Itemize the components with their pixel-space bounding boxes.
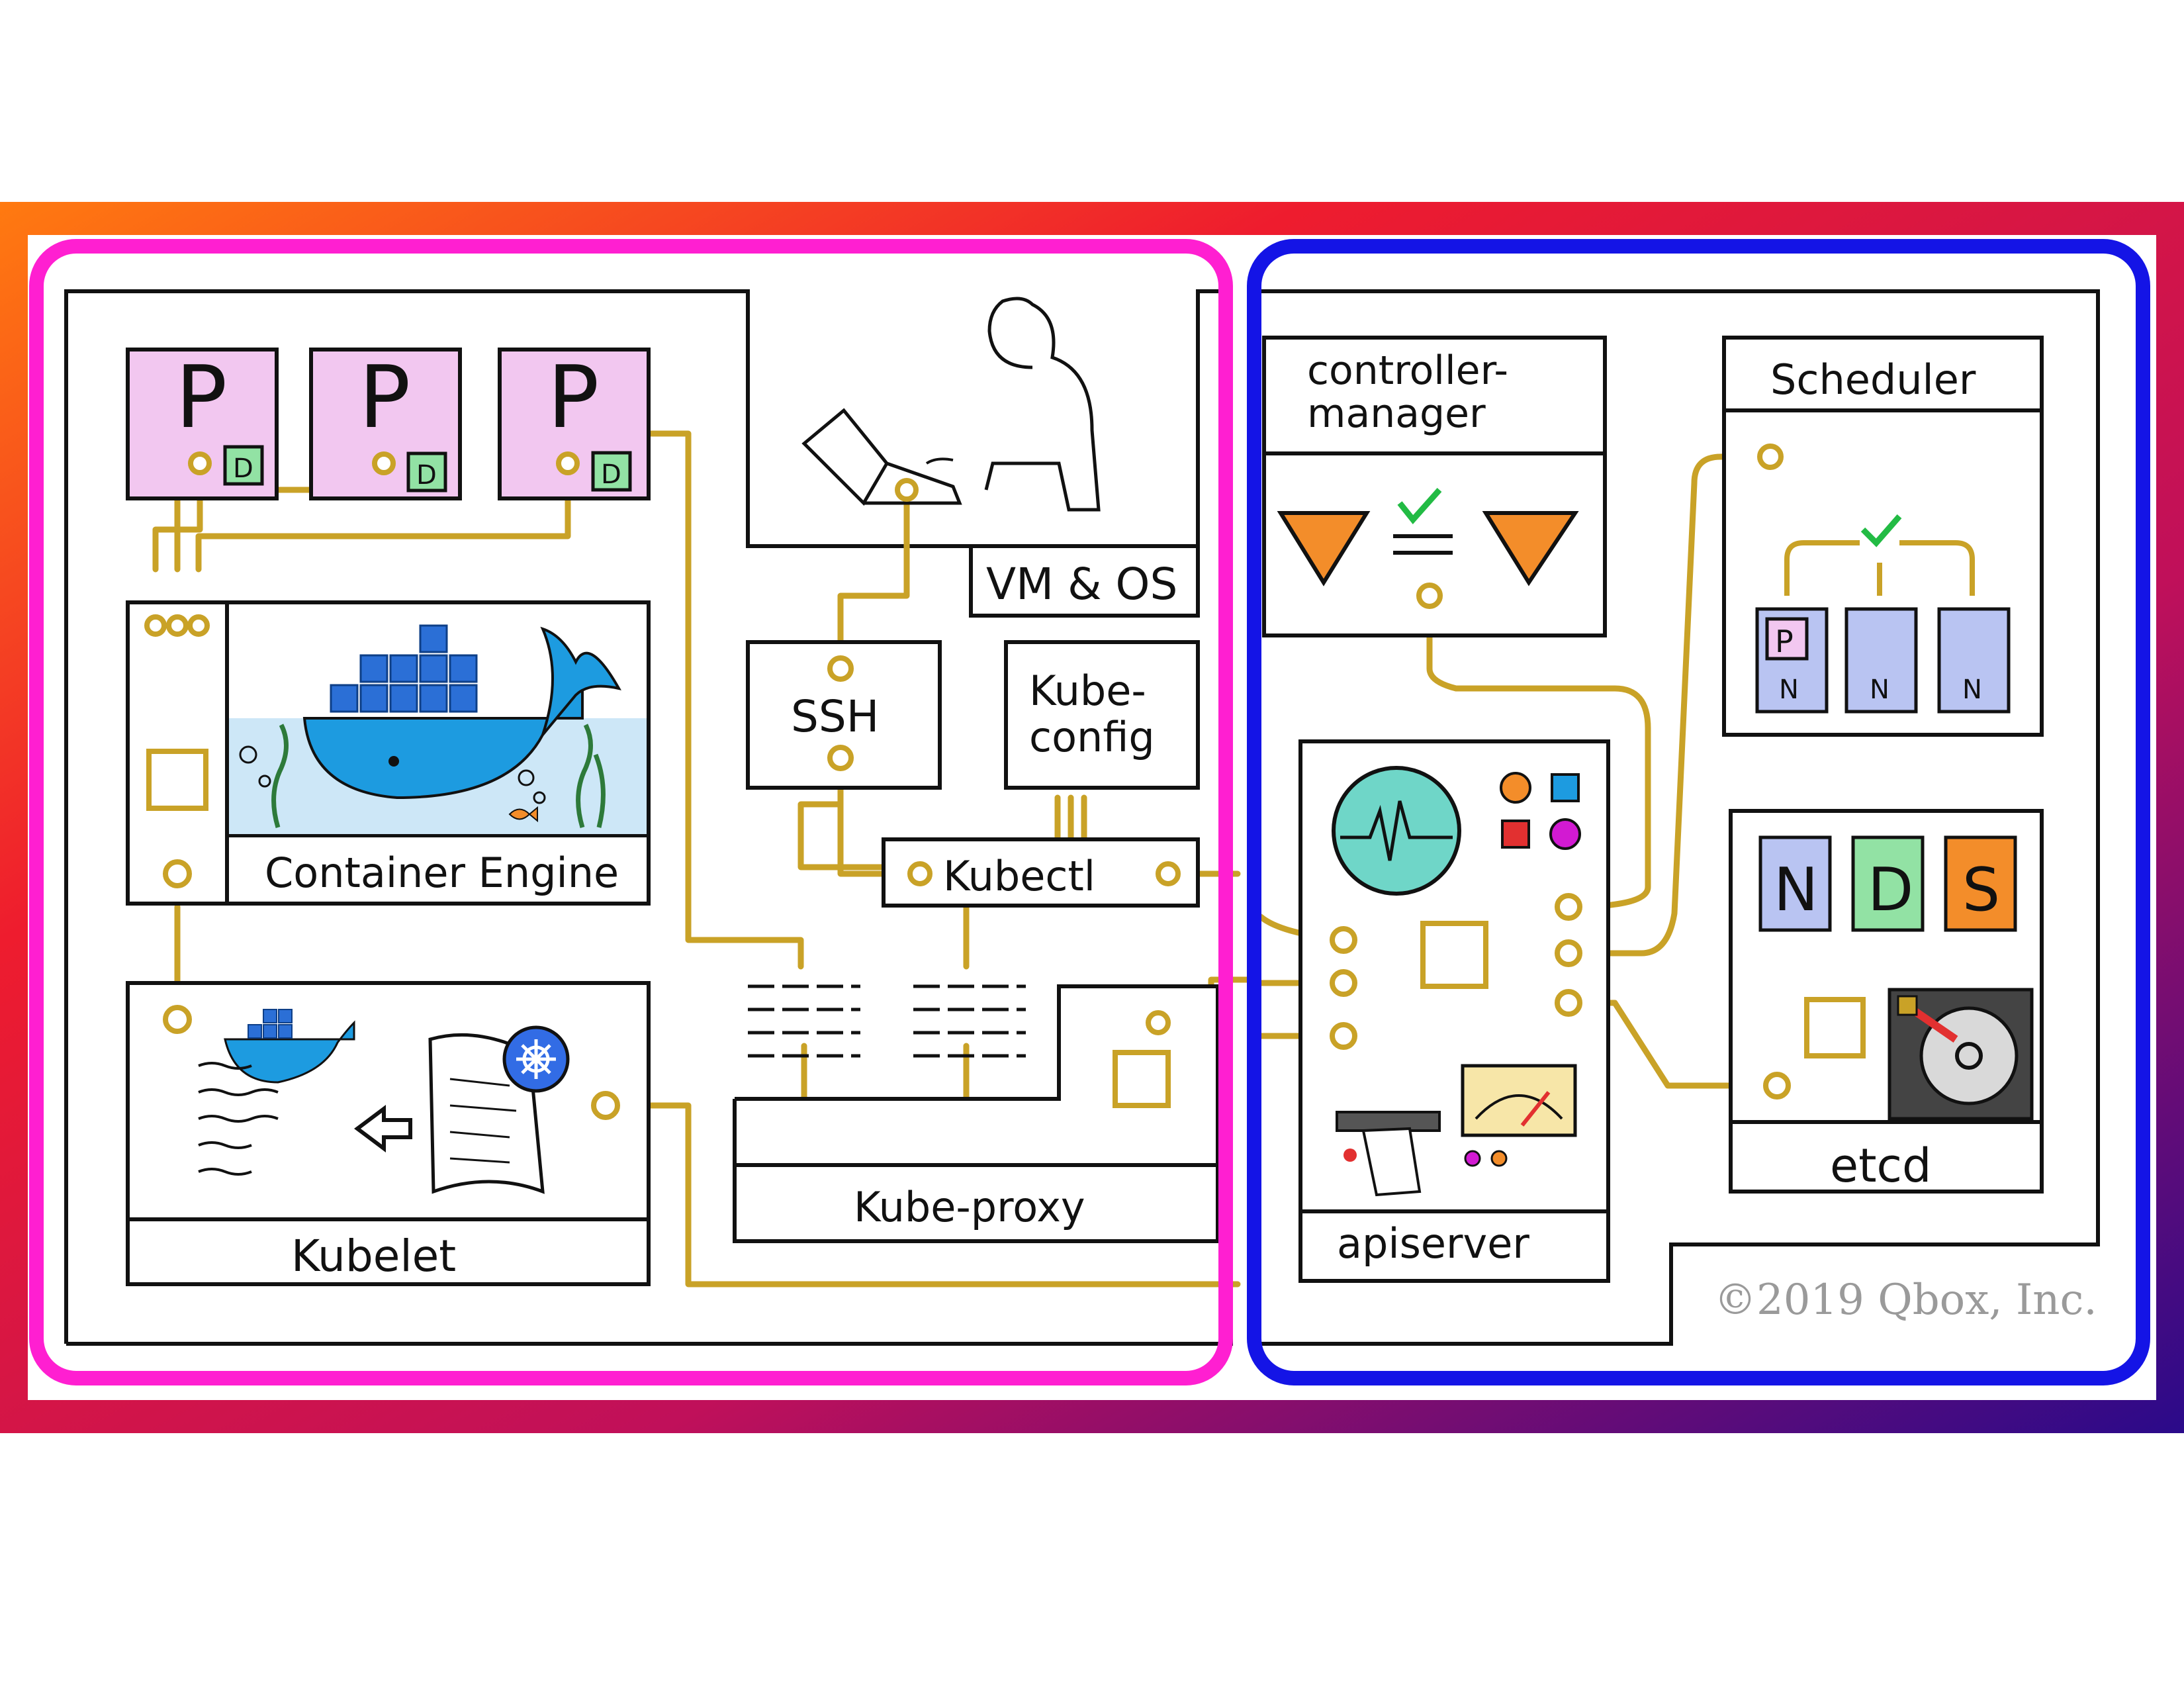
manifest-document-icon bbox=[428, 1025, 570, 1194]
etcd-label: etcd bbox=[1830, 1139, 1931, 1193]
container-engine: Container Engine bbox=[126, 600, 651, 906]
triangle-desired-icon bbox=[1277, 511, 1371, 586]
node-label: N bbox=[1962, 675, 1982, 705]
receipt-printer-icon bbox=[1336, 1111, 1441, 1197]
docker-badge-label: D bbox=[233, 453, 253, 484]
master-node-outline bbox=[1257, 289, 2100, 1346]
pod-label: P bbox=[175, 347, 227, 447]
apiserver: apiserver bbox=[1298, 739, 1610, 1283]
node-1: P N bbox=[1755, 607, 1829, 714]
kubeconfig-label-line2: config bbox=[1029, 713, 1155, 761]
docker-badge bbox=[223, 445, 264, 486]
triangle-current-icon bbox=[1482, 511, 1579, 586]
controller-manager-label-line1: controller- bbox=[1307, 348, 1508, 394]
etcd-tile-label: S bbox=[1962, 855, 2000, 925]
left-arrow-icon bbox=[354, 1105, 412, 1152]
etcd-tile-s bbox=[1944, 835, 2017, 932]
node-label: N bbox=[1779, 675, 1799, 705]
etcd: etcd N D S bbox=[1729, 809, 2044, 1194]
gauge-icon bbox=[1461, 1064, 1577, 1167]
scheduled-pod bbox=[1765, 617, 1809, 661]
copyright-text: ©2019 Qbox, Inc. bbox=[1714, 1276, 2097, 1325]
docker-whale-icon bbox=[302, 624, 621, 800]
docker-badge bbox=[406, 451, 447, 492]
master-node-frame bbox=[1247, 239, 2150, 1385]
kubectl-label: Kubectl bbox=[943, 852, 1095, 900]
pod-1: P D bbox=[126, 347, 279, 500]
control-buttons-icon bbox=[1500, 772, 1581, 850]
docker-badge-label: D bbox=[601, 459, 621, 490]
controller-manager-label-line2: manager bbox=[1307, 391, 1486, 437]
etcd-tile-d bbox=[1851, 835, 1925, 932]
container-engine-chip bbox=[146, 749, 208, 811]
laptop-icon bbox=[801, 408, 962, 506]
node-3: N bbox=[1937, 607, 2011, 714]
seaweed-icon bbox=[271, 724, 606, 829]
kubelet: Kubelet bbox=[126, 981, 651, 1286]
ssh-label: SSH bbox=[791, 691, 879, 742]
user-workstation: VM & OS bbox=[801, 297, 1200, 618]
bubbles-icon bbox=[239, 745, 546, 804]
scheduled-pod-label: P bbox=[1775, 624, 1794, 659]
pod-label: P bbox=[359, 347, 410, 447]
node-label: N bbox=[1870, 675, 1889, 705]
scheduler-label: Scheduler bbox=[1770, 355, 1976, 404]
pod-label: P bbox=[547, 347, 599, 447]
text-lines-icon bbox=[198, 1062, 279, 1176]
docker-badge-label: D bbox=[416, 460, 437, 491]
fish-icon bbox=[508, 806, 538, 823]
apiserver-chip bbox=[1420, 921, 1488, 989]
hard-drive-icon bbox=[1888, 988, 2034, 1121]
etcd-chip bbox=[1804, 997, 1866, 1058]
kube-proxy-label: Kube-proxy bbox=[854, 1183, 1085, 1231]
etcd-tile-label: D bbox=[1868, 855, 1913, 925]
kubelet-label: Kubelet bbox=[291, 1231, 456, 1282]
kube-proxy-chip bbox=[1113, 1050, 1171, 1108]
etcd-tile-n bbox=[1758, 835, 1832, 932]
worker-node-frame bbox=[29, 239, 1233, 1385]
kube-proxy: Kube-proxy bbox=[733, 984, 1220, 1243]
kubeconfig-label-line1: Kube- bbox=[1029, 667, 1146, 715]
check-icon bbox=[1860, 514, 1902, 547]
etcd-tile-label: N bbox=[1774, 855, 1818, 925]
routing-rules-icon bbox=[748, 984, 1026, 1058]
controller-manager: controller- manager bbox=[1262, 336, 1607, 637]
scheduler: Scheduler P N N N bbox=[1722, 336, 2044, 737]
ssh-box: SSH bbox=[746, 640, 942, 790]
container-engine-label: Container Engine bbox=[265, 849, 619, 897]
node-2: N bbox=[1844, 607, 1918, 714]
docker-whale-small-icon bbox=[224, 1009, 355, 1084]
apiserver-label: apiserver bbox=[1337, 1219, 1529, 1268]
kubeconfig-box: Kube- config bbox=[1004, 640, 1200, 790]
docker-badge bbox=[591, 451, 632, 492]
user-icon bbox=[984, 297, 1101, 512]
oscilloscope-icon bbox=[1332, 766, 1461, 896]
pod-2: P D bbox=[309, 347, 462, 500]
kubectl-box: Kubectl bbox=[882, 837, 1200, 908]
pod-3: P D bbox=[498, 347, 651, 500]
vm-os-label: VM & OS bbox=[986, 559, 1177, 610]
equals-check-icon bbox=[1393, 488, 1453, 555]
